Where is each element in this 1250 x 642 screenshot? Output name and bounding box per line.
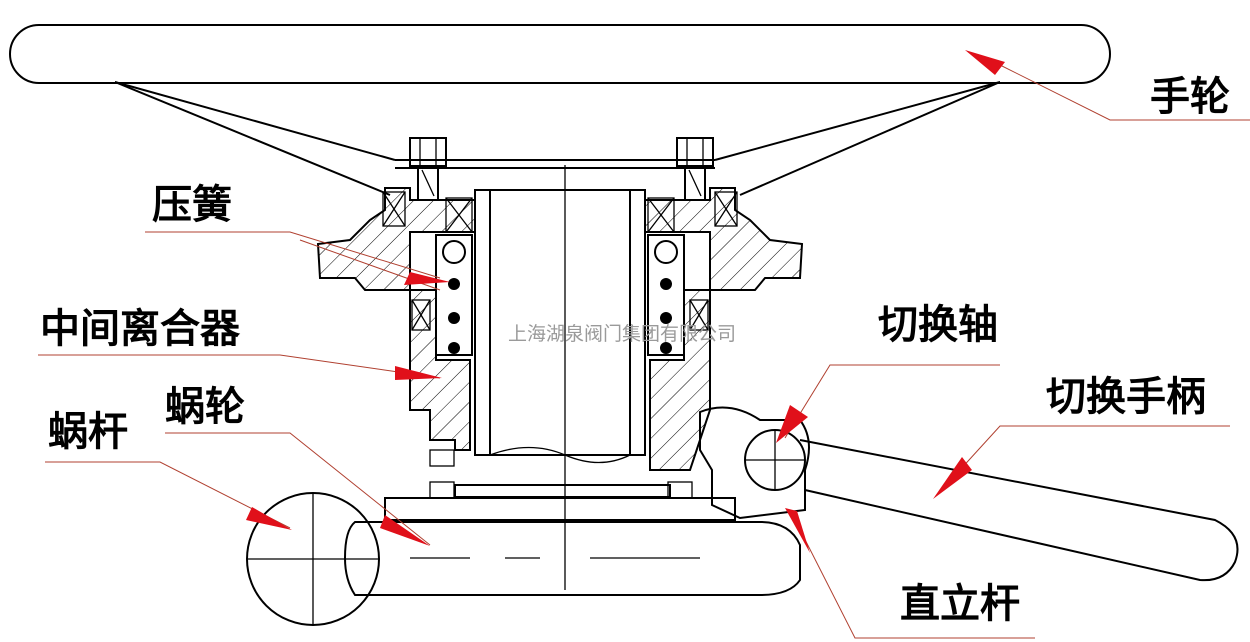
- arrow-switch-shaft: [776, 405, 808, 443]
- arrow-upright-rod: [785, 508, 810, 553]
- handwheel-spokes: [114, 81, 1001, 196]
- right-bolt: [676, 137, 714, 201]
- worm: [246, 492, 380, 626]
- arrow-clutch: [395, 366, 442, 380]
- arrow-worm-wheel: [380, 515, 430, 546]
- central-sleeve: [474, 165, 646, 590]
- watermark: 上海湖泉阀门集团有限公司: [508, 323, 736, 345]
- label-worm-wheel: 蜗轮: [165, 384, 245, 430]
- left-clutch: [409, 289, 471, 467]
- switch-handle: [799, 439, 1239, 582]
- left-spring: [435, 234, 473, 356]
- arrow-worm: [246, 507, 292, 530]
- arrow-switch-handle: [933, 457, 972, 499]
- arrow-handwheel: [965, 50, 1005, 75]
- right-clutch: [649, 289, 711, 471]
- label-upright-rod: 直立杆: [900, 581, 1020, 627]
- handwheel-rim: [9, 24, 1111, 84]
- label-switch-handle: 切换手柄: [1046, 374, 1206, 420]
- switch-shaft: [699, 406, 810, 520]
- label-worm: 蜗杆: [48, 409, 128, 455]
- callout-arrows: [246, 50, 1005, 553]
- arrow-spring: [404, 272, 450, 285]
- label-switch-shaft: 切换轴: [878, 302, 998, 348]
- right-housing: [644, 187, 804, 291]
- label-spring: 压簧: [152, 182, 232, 228]
- label-handwheel: 手轮: [1150, 74, 1230, 120]
- left-housing: [316, 187, 476, 291]
- label-clutch: 中间离合器: [40, 306, 241, 352]
